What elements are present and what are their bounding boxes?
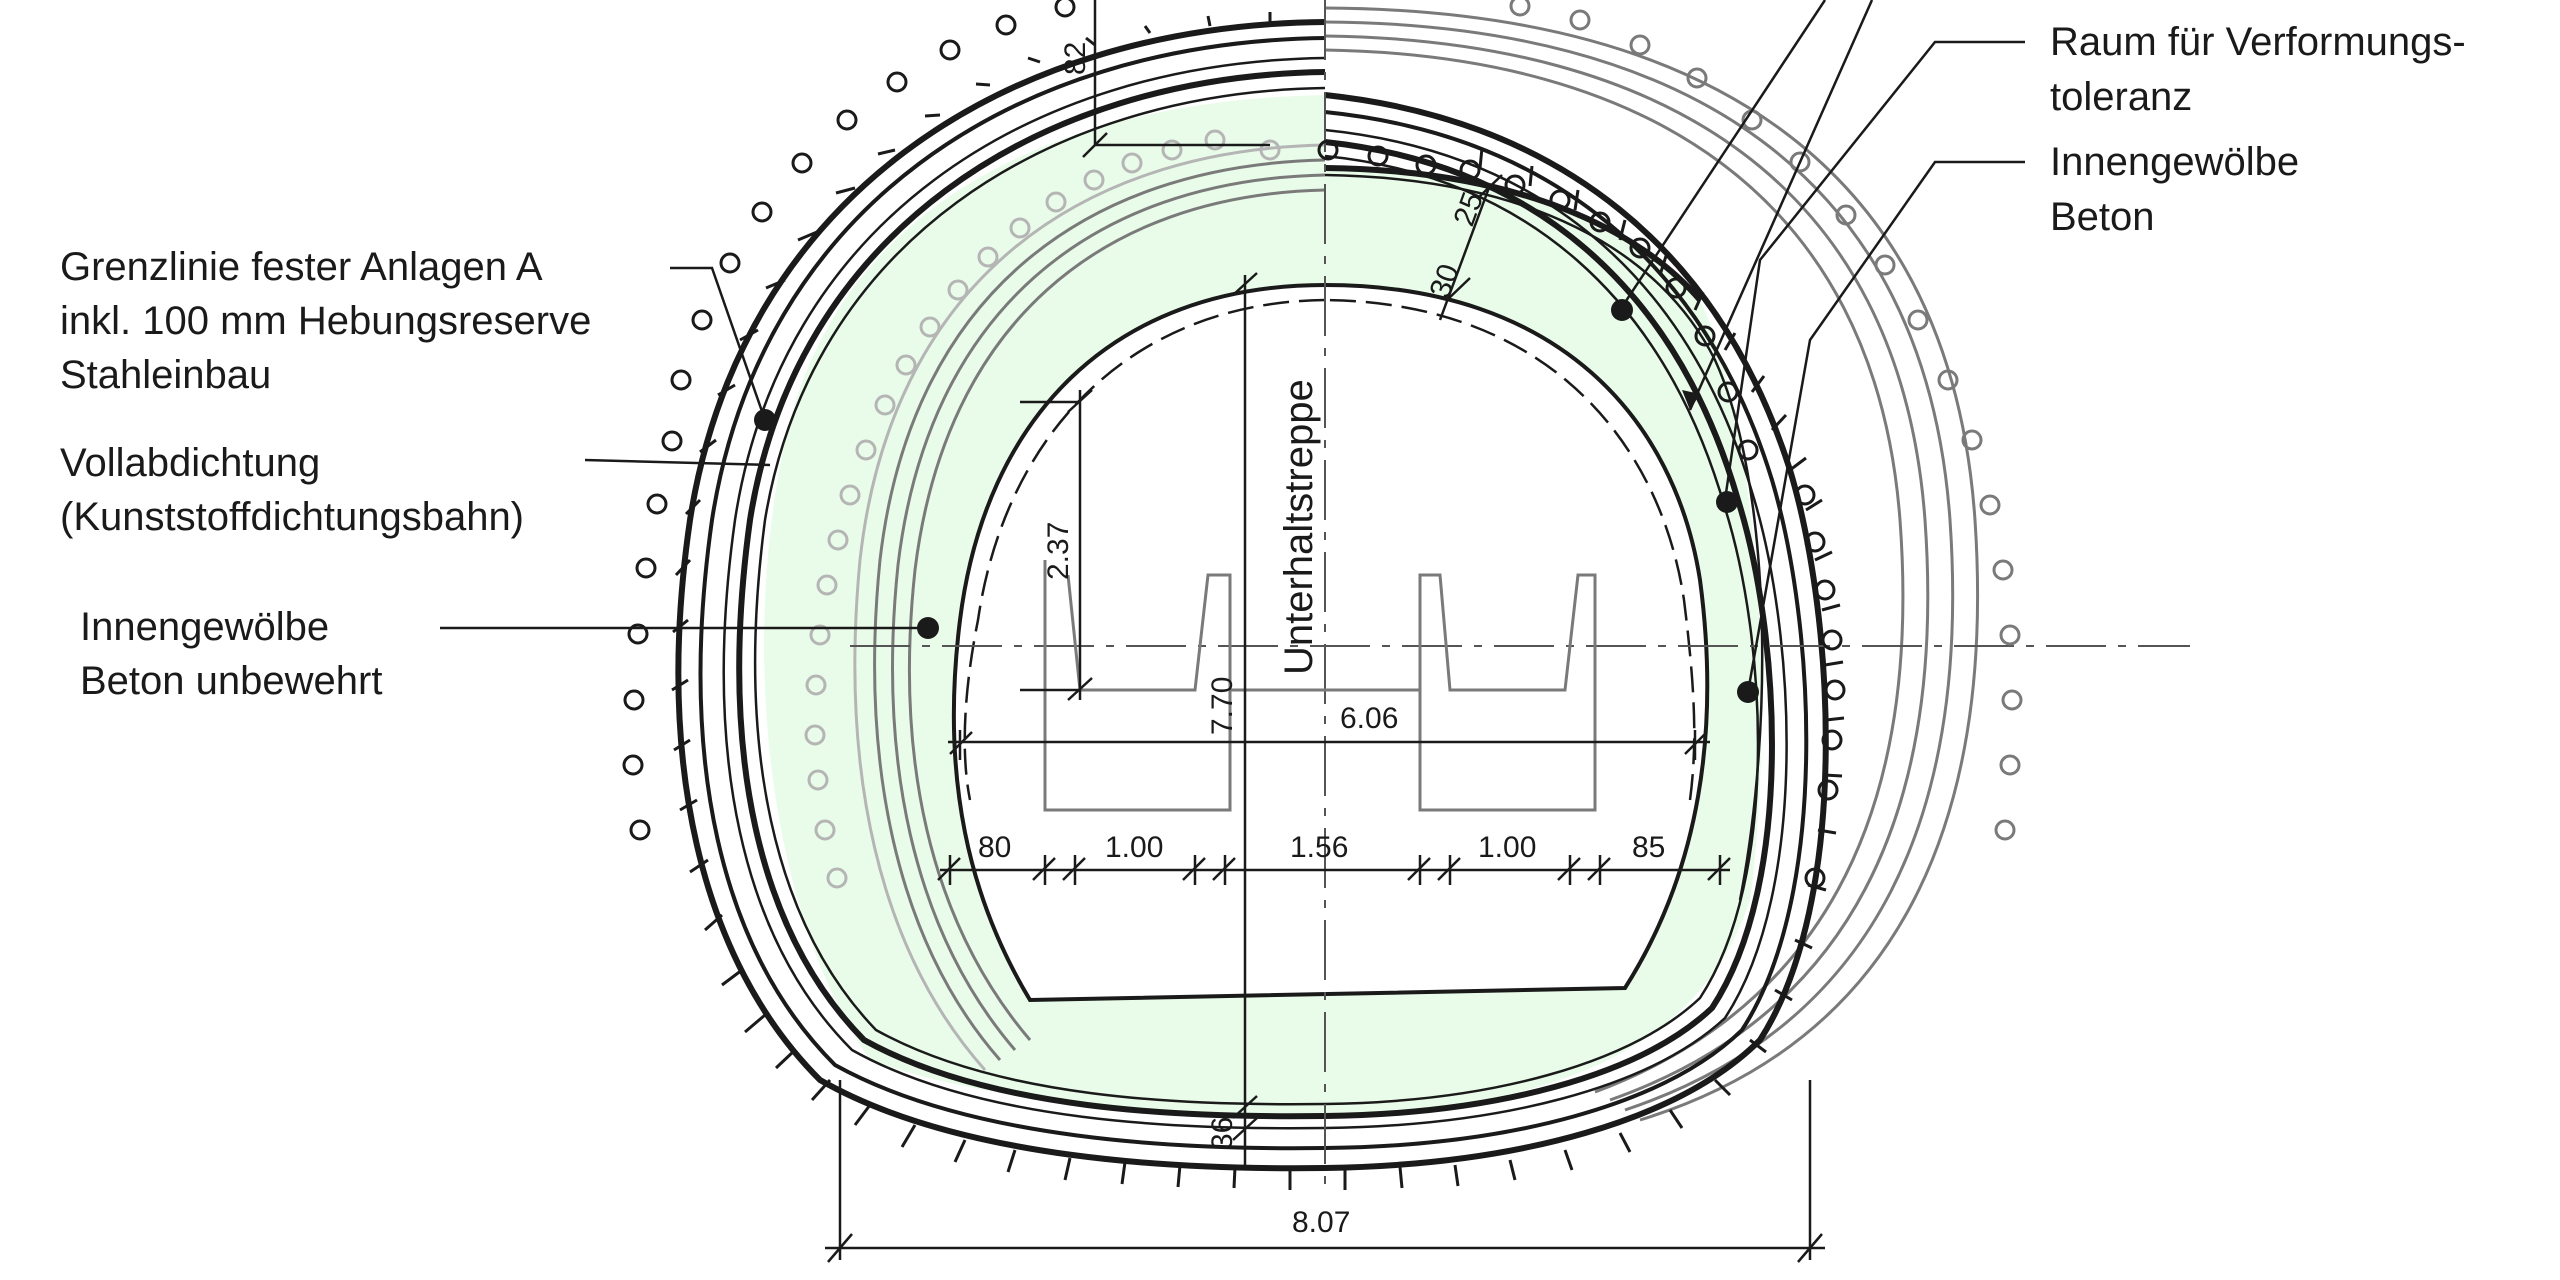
track-profile [1043, 560, 1597, 812]
inner-grey-ring-1 [873, 158, 1326, 1061]
dim-807: 8.07 [1292, 1206, 1350, 1239]
lining-ring-3 [736, 69, 1775, 1120]
outer-variant-ring-4 [1324, 48, 1905, 1094]
label-grenzlinie-1: Grenzlinie fester Anlagen A [60, 245, 543, 289]
label-vollabdichtung-1: Vollabdichtung [60, 441, 320, 485]
dim-36: 36 [1206, 1117, 1239, 1150]
dim-770: 7.70 [1206, 677, 1239, 735]
dim-82: 82 [1059, 42, 1092, 75]
outer-variant-ring-2 [1324, 20, 1955, 1112]
leader-arrowhead [1682, 390, 1700, 410]
inner-grey-circles [804, 129, 1281, 889]
inner-grey-ring-4 [853, 143, 1326, 1071]
rock-anchor-circles-left [622, 0, 1076, 841]
dim-606: 6.06 [1340, 702, 1398, 735]
dim-100-left: 1.00 [1105, 831, 1163, 864]
label-innengewoelbe-unbewehrt-1: Innengewölbe [80, 605, 329, 649]
label-innengewoelbe-beton-2: Beton [2050, 195, 2155, 239]
label-unterhaltstreppe: Unterhaltstreppe [1277, 379, 1321, 675]
label-vollabdichtung-2: (Kunststoffdichtungsbahn) [60, 495, 524, 539]
variant-anchor-circles [1509, 0, 2023, 841]
dim-100-right: 1.00 [1478, 831, 1536, 864]
clearance-white [953, 285, 1708, 1000]
label-verformung-2: toleranz [2050, 75, 2192, 119]
excavation-hatch [671, 12, 1845, 1190]
label-innengewoelbe-beton-1: Innengewölbe [2050, 140, 2299, 184]
lining-ring-1 [698, 36, 1809, 1151]
inner-lining-right-edge-2 [1324, 173, 1764, 901]
inner-grey-ring-3 [907, 188, 1326, 1041]
inner-grey-ring-2 [891, 173, 1326, 1051]
label-grenzlinie-2: inkl. 100 mm Hebungsreserve [60, 299, 591, 343]
dim-237: 2.37 [1042, 522, 1075, 580]
clearance-profile [951, 282, 1710, 1003]
dim-80: 80 [978, 831, 1011, 864]
leader-dots [754, 299, 1759, 703]
label-innengewoelbe-unbewehrt-2: Beton unbewehrt [80, 659, 382, 703]
leader-lines [440, 0, 2025, 693]
label-verformung-1: Raum für Verformungs- [2050, 20, 2466, 64]
outer-variant-ring-3 [1324, 34, 1930, 1102]
dim-156: 1.56 [1290, 831, 1348, 864]
outer-variant-ring-1 [1324, 6, 1979, 1122]
label-grenzlinie-3: Stahleinbau [60, 353, 271, 397]
rock-anchor-circles-crown [1317, 139, 1846, 889]
dimension-lines [825, 0, 1825, 1263]
dim-85: 85 [1632, 831, 1665, 864]
